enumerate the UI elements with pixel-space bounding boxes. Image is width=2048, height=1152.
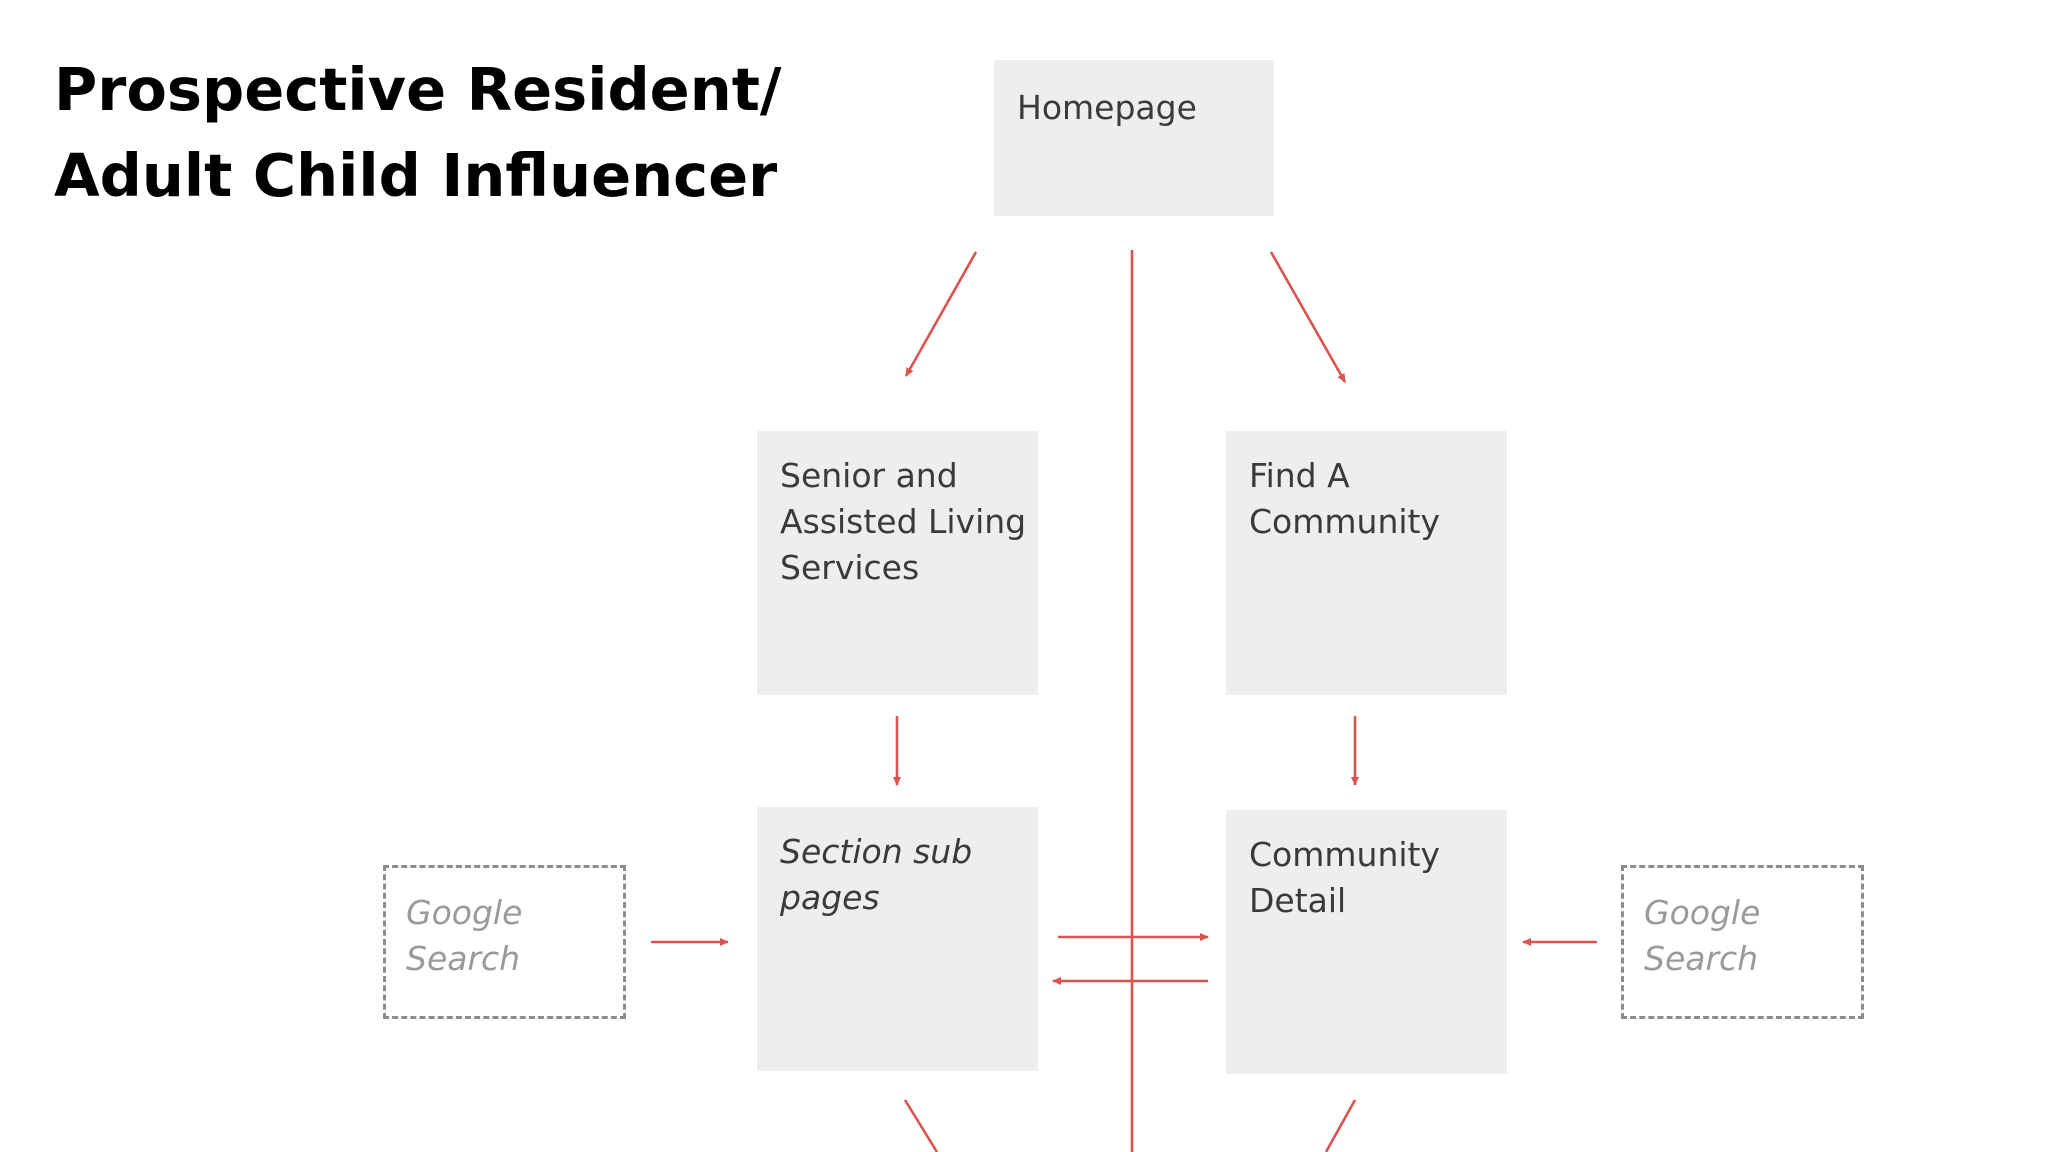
connector-section-exit bbox=[903, 1099, 939, 1152]
senior-services-node-label: Senior and Assisted Living Services bbox=[780, 453, 1026, 591]
community-detail-node-line-1: Community bbox=[1249, 835, 1440, 874]
section-sub-pages-node-line-2: pages bbox=[780, 878, 880, 917]
google-search-right-node: Google Search bbox=[1621, 865, 1864, 1019]
community-detail-node: Community Detail bbox=[1226, 810, 1507, 1074]
connector-homepage-to-find bbox=[1269, 251, 1347, 383]
section-sub-pages-node-label: Section sub pages bbox=[780, 829, 972, 921]
find-community-node: Find A Community bbox=[1226, 431, 1507, 695]
community-detail-node-label: Community Detail bbox=[1249, 832, 1440, 924]
google-search-left-node-line-1: Google bbox=[406, 893, 523, 932]
senior-services-node-line-3: Services bbox=[780, 548, 920, 587]
homepage-node-line-1: Homepage bbox=[1017, 88, 1197, 127]
google-search-right-node-label: Google Search bbox=[1644, 890, 1760, 982]
connector-detail-exit bbox=[1324, 1099, 1357, 1152]
section-sub-pages-node-line-1: Section sub bbox=[780, 832, 973, 871]
slide-title-line-2: Adult Child Influencer bbox=[54, 141, 778, 210]
homepage-node: Homepage bbox=[994, 60, 1274, 216]
section-sub-pages-node: Section sub pages bbox=[757, 807, 1038, 1071]
google-search-left-node: Google Search bbox=[383, 865, 626, 1019]
connector-homepage-to-senior bbox=[904, 251, 978, 377]
senior-services-node-line-2: Assisted Living bbox=[780, 502, 1027, 541]
google-search-left-node-line-2: Search bbox=[406, 939, 521, 978]
google-search-right-node-line-2: Search bbox=[1644, 939, 1759, 978]
senior-services-node: Senior and Assisted Living Services bbox=[757, 431, 1038, 695]
find-community-node-line-1: Find A bbox=[1249, 456, 1350, 495]
google-search-right-node-line-1: Google bbox=[1644, 893, 1761, 932]
homepage-node-label: Homepage bbox=[1017, 85, 1197, 131]
find-community-node-label: Find A Community bbox=[1249, 453, 1440, 545]
senior-services-node-line-1: Senior and bbox=[780, 456, 958, 495]
find-community-node-line-2: Community bbox=[1249, 502, 1440, 541]
google-search-left-node-label: Google Search bbox=[406, 890, 522, 982]
slide-title-line-1: Prospective Resident/ bbox=[54, 55, 782, 124]
community-detail-node-line-2: Detail bbox=[1249, 881, 1347, 920]
